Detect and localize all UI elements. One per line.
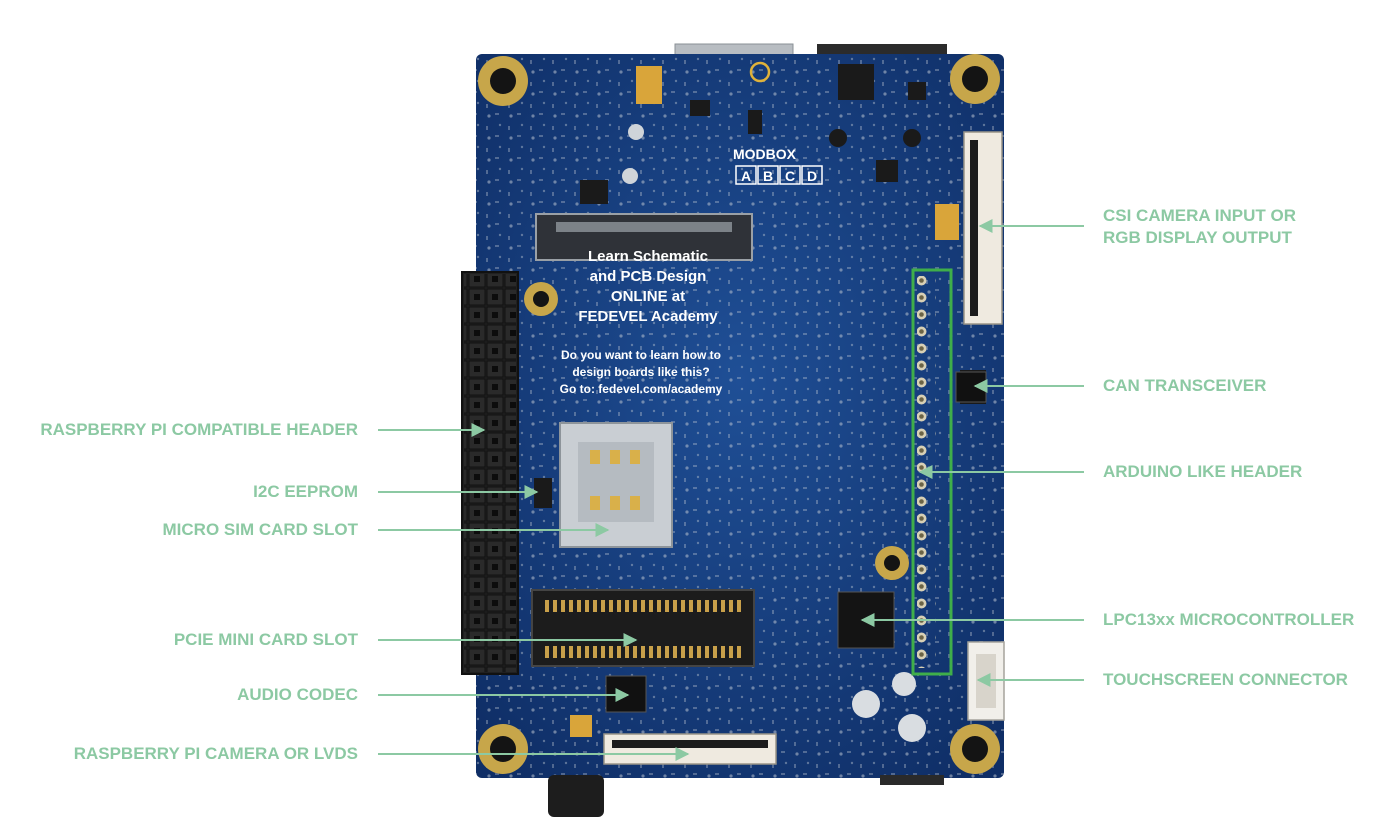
label-arduino-like-header: ARDUINO LIKE HEADER (1103, 462, 1303, 481)
label-raspberry-pi-camera-lvds: RASPBERRY PI CAMERA OR LVDS (73, 744, 358, 763)
promo-line-1: Learn Schematic (588, 248, 708, 265)
audio-jack (548, 775, 604, 817)
module-letter-b: B (763, 168, 773, 184)
label-lpc13xx-microcontroller: LPC13xx MICROCONTROLLER (1103, 610, 1355, 629)
smd-components (534, 64, 986, 742)
label-micro-sim-card-slot: MICRO SIM CARD SLOT (162, 520, 359, 539)
module-letter-boxes: A B C D (735, 165, 823, 185)
label-raspberry-pi-header: RASPBERRY PI COMPATIBLE HEADER (40, 420, 358, 439)
mounting-holes (478, 54, 1000, 774)
csi-connector-part (963, 131, 1003, 325)
power-symbol-icon (749, 61, 771, 83)
label-csi-camera-rgb-output: CSI CAMERA INPUT OR RGB DISPLAY OUTPUT (1103, 206, 1296, 247)
label-touchscreen-connector: TOUCHSCREEN CONNECTOR (1103, 670, 1348, 689)
callout-arrows-right (860, 219, 1084, 687)
modbox-label: MODBOX (733, 146, 797, 162)
question-line-3: Go to: fedevel.com/academy (560, 382, 723, 396)
pcie-slot-part (531, 589, 755, 667)
camera-lvds-connector-part (603, 733, 777, 765)
micro-sim-slot-part (559, 422, 673, 548)
promo-line-3: ONLINE at (611, 288, 685, 305)
label-can-transceiver: CAN TRANSCEIVER (1103, 376, 1267, 395)
label-audio-codec: AUDIO CODEC (237, 685, 358, 704)
question-line-1: Do you want to learn how to (561, 348, 721, 362)
promo-text: Learn Schematic and PCB Design ONLINE at… (560, 248, 723, 396)
promo-line-4: FEDEVEL Academy (578, 308, 718, 325)
module-letter-c: C (785, 168, 795, 184)
module-letter-d: D (807, 168, 817, 184)
bottom-connector-right (880, 775, 944, 785)
label-i2c-eeprom: I2C EEPROM (253, 482, 358, 501)
callout-arrows-left (378, 423, 690, 761)
question-line-2: design boards like this? (572, 365, 709, 379)
label-pcie-mini-card-slot: PCIE MINI CARD SLOT (173, 630, 358, 649)
battery-holder (535, 213, 753, 261)
promo-line-2: and PCB Design (590, 268, 707, 285)
raspberry-pi-header-part (461, 271, 519, 675)
module-letter-a: A (741, 168, 751, 184)
